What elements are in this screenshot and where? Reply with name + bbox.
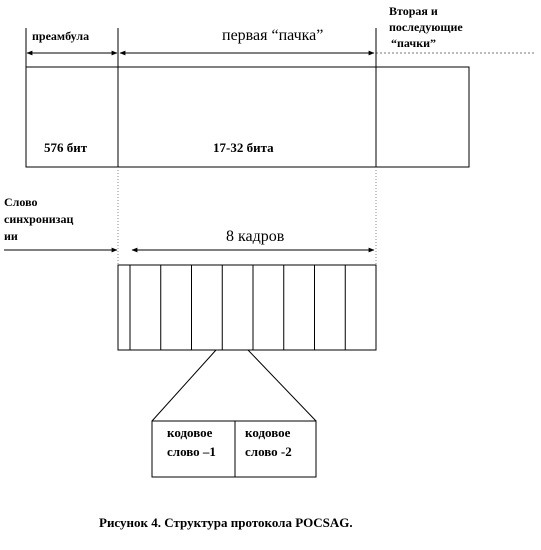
transmission-bar: [25, 66, 470, 168]
batch-bits-label: 17-32 бита: [213, 140, 274, 155]
frame-dividers: [160, 265, 346, 350]
codeword-2-label-2: слово -2: [245, 444, 292, 459]
sync-word-label-1: Слово: [4, 195, 38, 209]
frames-label: 8 кадров: [226, 228, 285, 245]
expansion-line-right: [247, 349, 317, 422]
next-batches-label-3: “пачки”: [391, 36, 436, 50]
first-batch-label: первая “пачка”: [222, 27, 323, 44]
preamble-bits-label: 576 бит: [44, 140, 88, 155]
codeword-2-label-1: кодовое: [245, 425, 291, 440]
codeword-1-label-2: слово –1: [167, 444, 216, 459]
expansion-line-left: [151, 349, 217, 422]
next-batches-label-1: Вторая и: [389, 4, 438, 18]
frames-box: [117, 264, 377, 351]
codeword-1-label-1: кодовое: [167, 425, 213, 440]
sync-word-label-2: синхронизац: [4, 212, 73, 226]
sync-word-label-3: ии: [4, 229, 18, 243]
codeword-box: [151, 420, 317, 478]
preamble-label: преамбула: [32, 29, 89, 43]
figure-caption: Рисунок 4. Структура протокола POCSAG.: [99, 515, 353, 530]
next-batches-label-2: последующие: [389, 20, 463, 34]
